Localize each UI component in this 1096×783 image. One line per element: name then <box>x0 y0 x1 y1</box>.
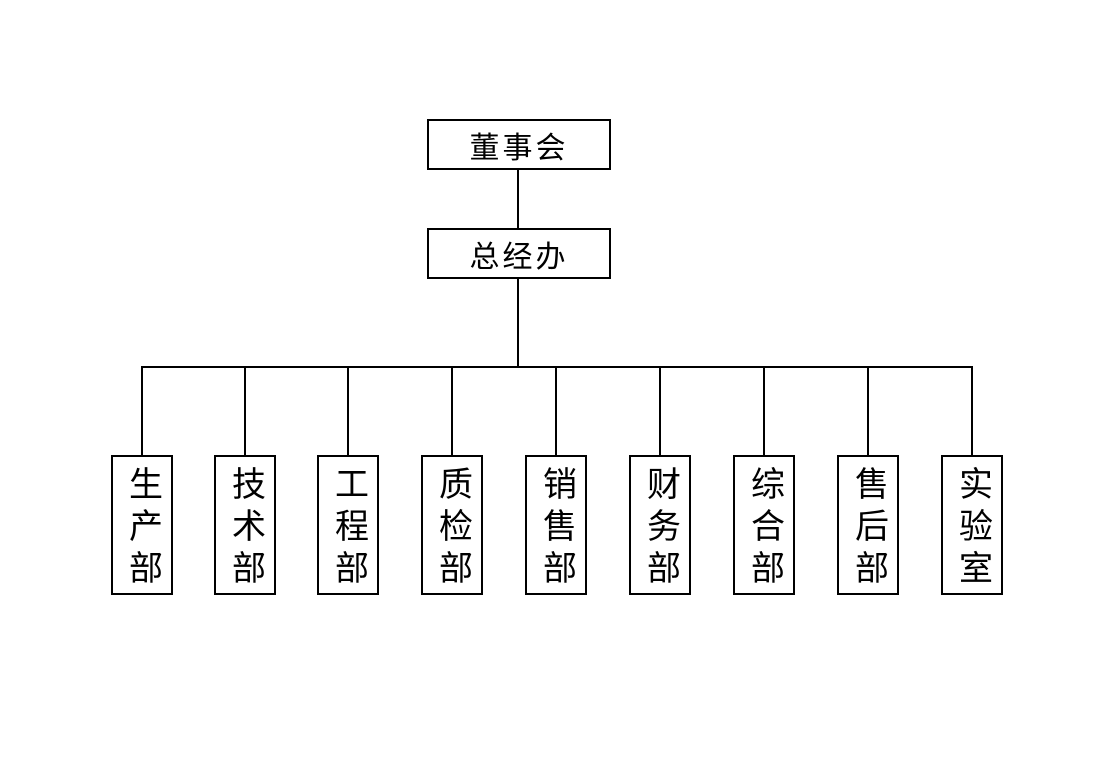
board-of-directors-box: 董事会 <box>427 119 611 170</box>
connector-drop-sales <box>555 368 557 455</box>
dept-label-sales: 销售部 <box>537 466 575 592</box>
dept-label-quality: 质检部 <box>433 466 471 592</box>
dept-box-quality: 质检部 <box>421 455 483 595</box>
connector-drop-laboratory <box>971 368 973 455</box>
dept-label-after-sales: 售后部 <box>849 466 887 592</box>
connector-drop-quality <box>451 368 453 455</box>
connector-drop-engineering <box>347 368 349 455</box>
connector-board-to-gm <box>517 170 519 228</box>
dept-label-finance: 财务部 <box>641 466 679 592</box>
dept-box-after-sales: 售后部 <box>837 455 899 595</box>
dept-box-production: 生产部 <box>111 455 173 595</box>
connector-drop-after-sales <box>867 368 869 455</box>
dept-box-finance: 财务部 <box>629 455 691 595</box>
dept-label-general-affairs: 综合部 <box>745 466 783 592</box>
dept-box-laboratory: 实验室 <box>941 455 1003 595</box>
gm-office-label: 总经办 <box>469 240 569 274</box>
dept-box-technology: 技术部 <box>214 455 276 595</box>
dept-label-technology: 技术部 <box>226 466 264 592</box>
connector-drop-technology <box>244 368 246 455</box>
dept-label-laboratory: 实验室 <box>953 466 991 592</box>
board-of-directors-label: 董事会 <box>469 131 569 165</box>
connector-drop-production <box>141 368 143 455</box>
connector-gm-trunk <box>517 277 519 366</box>
dept-box-sales: 销售部 <box>525 455 587 595</box>
dept-label-production: 生产部 <box>123 466 161 592</box>
dept-box-general-affairs: 综合部 <box>733 455 795 595</box>
connector-drop-finance <box>659 368 661 455</box>
connector-drop-general-affairs <box>763 368 765 455</box>
dept-box-engineering: 工程部 <box>317 455 379 595</box>
gm-office-box: 总经办 <box>427 228 611 279</box>
connector-horizontal-bar <box>141 366 973 368</box>
dept-label-engineering: 工程部 <box>329 466 367 592</box>
